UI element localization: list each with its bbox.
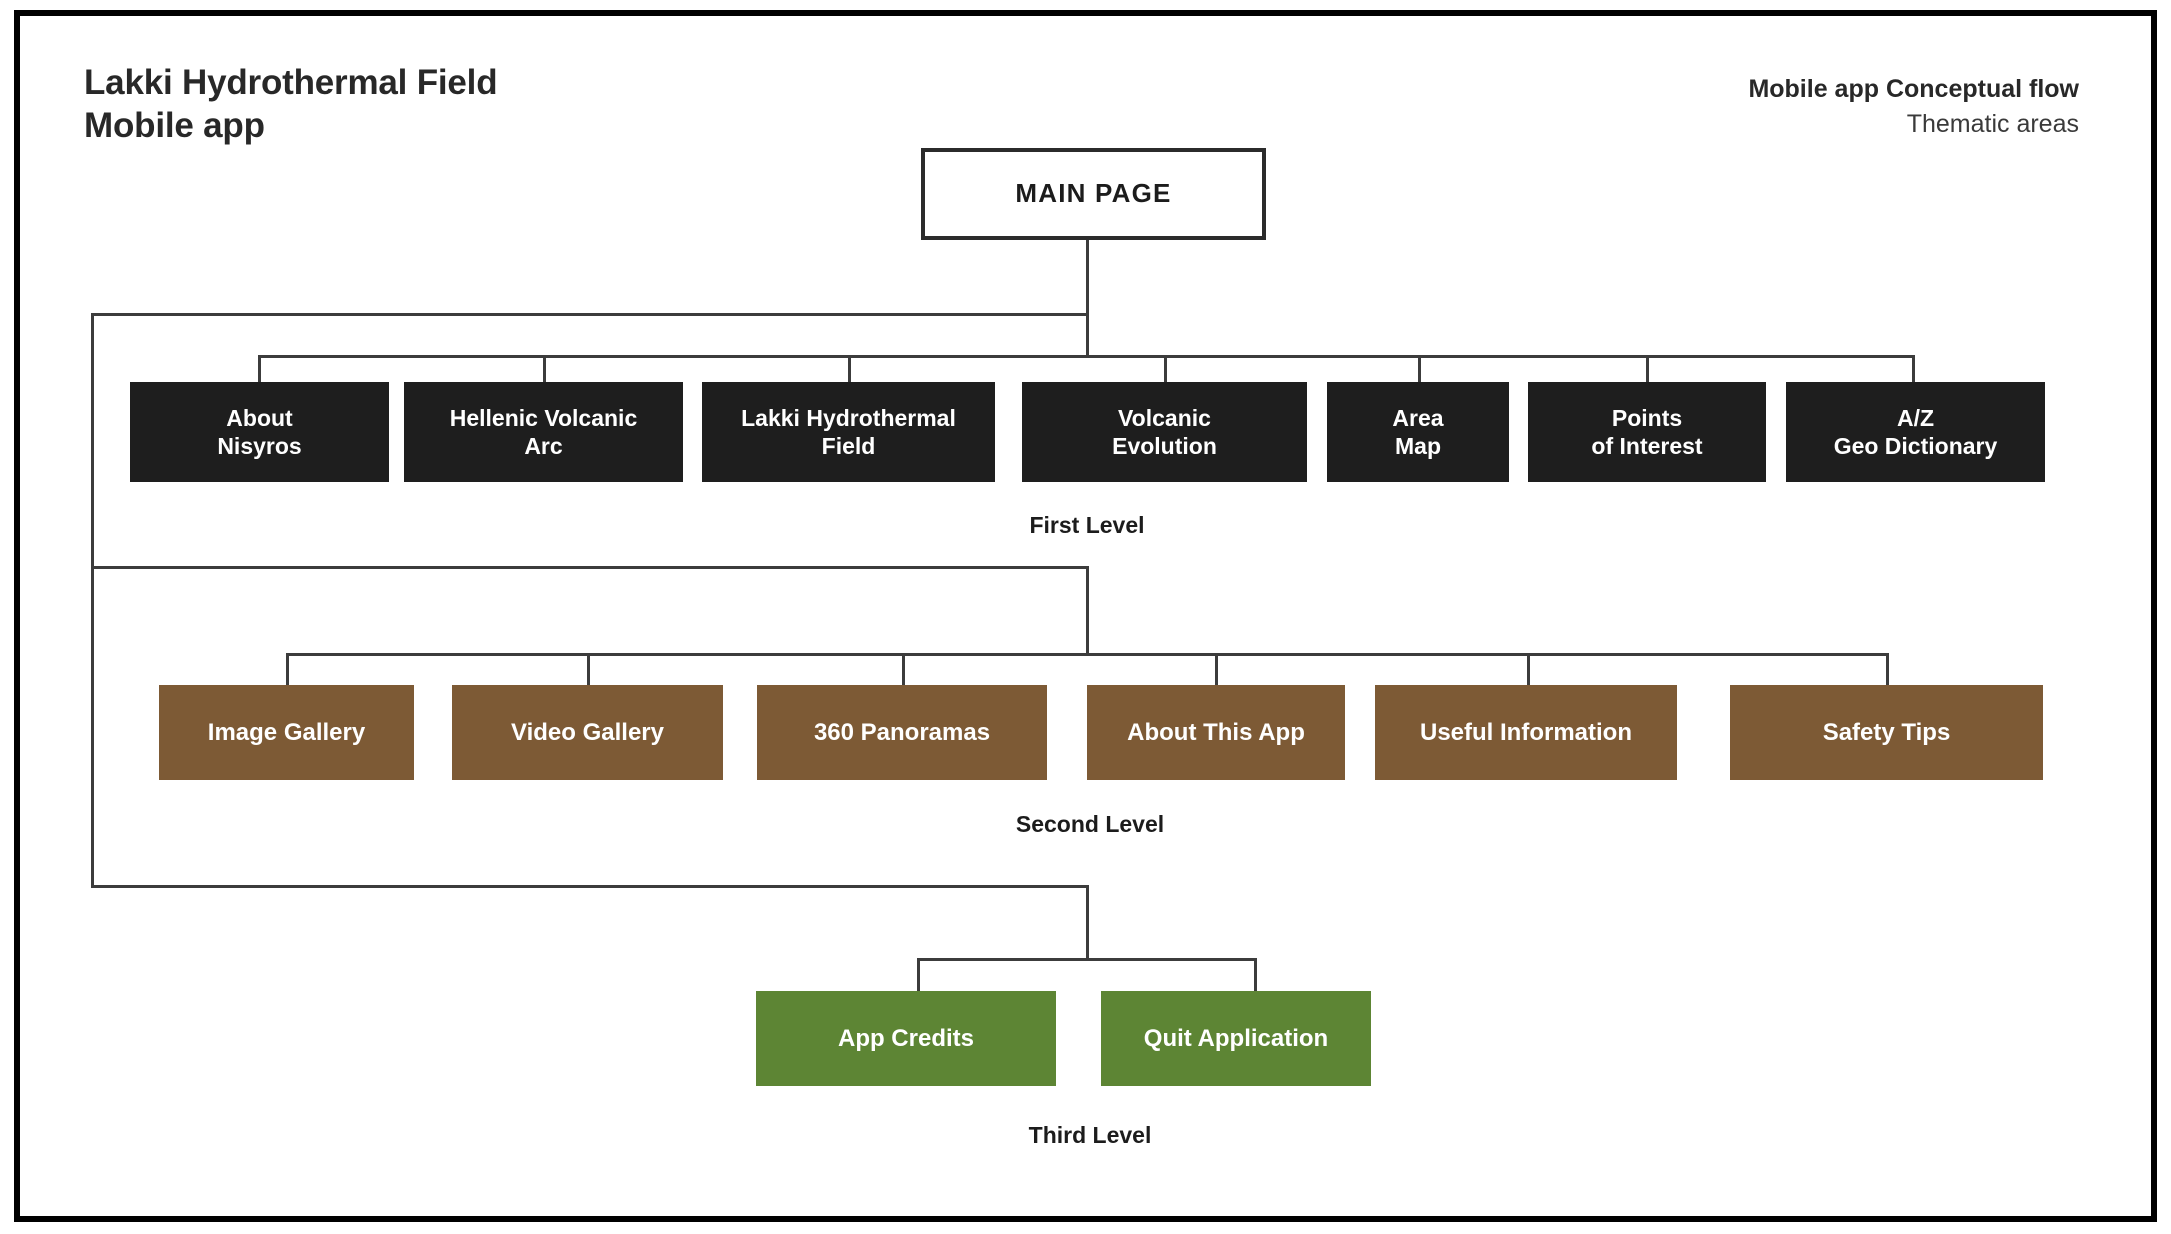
node-quit-application[interactable]: Quit Application <box>1101 991 1371 1086</box>
diagram-subtitle-main: Mobile app Conceptual flow <box>1748 75 2079 103</box>
node-area-map[interactable]: Area Map <box>1327 382 1509 482</box>
connector-level3-stub <box>917 958 920 991</box>
node-label-line-2: Evolution <box>1112 433 1217 459</box>
node-label-line-1: Hellenic Volcanic <box>449 404 638 431</box>
connector-level2-bus <box>286 653 1889 656</box>
node-label-line-1: Video Gallery <box>511 718 664 746</box>
node-label-line-1: Area <box>1392 404 1444 431</box>
page-title-line-1: Lakki Hydrothermal Field <box>84 63 498 102</box>
connector-level2-stub <box>1527 653 1530 685</box>
connector-level1-stub <box>258 355 261 383</box>
node-label-line-1: Lakki Hydrothermal <box>741 404 956 431</box>
node-label-line-2: Field <box>821 433 876 459</box>
connector-level1-spine <box>91 313 1089 316</box>
node-label-line-2: Nisyros <box>217 433 302 459</box>
connector-root-stem <box>1086 240 1089 358</box>
node-az-geo-dictionary[interactable]: A/Z Geo Dictionary <box>1786 382 2045 482</box>
node-label-line-1: Safety Tips <box>1822 718 1951 746</box>
node-label-line-1: About <box>226 404 293 431</box>
connector-level3-drop <box>1086 885 1089 958</box>
node-main-page[interactable]: MAIN PAGE <box>921 148 1266 240</box>
diagram-subtitle-sub: Thematic areas <box>1906 109 2079 138</box>
node-label-line-1: Volcanic <box>1118 404 1211 431</box>
node-label-line-1: Useful Information <box>1419 718 1632 746</box>
node-lakki-hydrothermal-field[interactable]: Lakki Hydrothermal Field <box>702 382 995 482</box>
node-label-line-2: Arc <box>524 433 563 459</box>
connector-level3-stub <box>1254 958 1257 991</box>
node-safety-tips[interactable]: Safety Tips <box>1730 685 2043 780</box>
page-title-line-2: Mobile app <box>84 105 265 145</box>
node-360-panoramas[interactable]: 360 Panoramas <box>757 685 1047 780</box>
node-label-line-1: Points <box>1611 404 1683 431</box>
node-label-line-1: App Credits <box>837 1024 974 1052</box>
connector-level1-stub <box>1646 355 1649 383</box>
connector-level1-stub <box>1164 355 1167 383</box>
node-label-line-2: of Interest <box>1591 433 1703 459</box>
connector-level2-stub <box>587 653 590 685</box>
connector-left-spine <box>91 313 94 888</box>
connector-level1-stub <box>848 355 851 383</box>
node-label-line-1: Image Gallery <box>207 718 366 746</box>
node-app-credits[interactable]: App Credits <box>756 991 1056 1086</box>
caption-second-level: Second Level <box>1015 811 1165 837</box>
caption-first-level: First Level <box>1029 512 1145 538</box>
page-title: Lakki Hydrothermal Field Mobile app <box>84 62 498 147</box>
caption-third-level: Third Level <box>1028 1122 1152 1148</box>
node-label-line-1: 360 Panoramas <box>813 718 991 746</box>
connector-level3-bus <box>917 958 1257 961</box>
node-label-line-1: A/Z <box>1896 404 1935 431</box>
connector-level1-stub <box>1912 355 1915 383</box>
node-label-line-2: Map <box>1395 433 1441 459</box>
node-label-line-1: About This App <box>1127 718 1305 746</box>
diagram-subtitle: Mobile app Conceptual flow Thematic area… <box>1748 72 2079 141</box>
connector-level3-spine <box>91 885 1089 888</box>
node-useful-information[interactable]: Useful Information <box>1375 685 1677 780</box>
node-points-of-interest[interactable]: Points of Interest <box>1528 382 1766 482</box>
connector-level2-stub <box>286 653 289 685</box>
connector-level2-stub <box>1215 653 1218 685</box>
connector-level2-drop <box>1086 566 1089 656</box>
node-about-this-app[interactable]: About This App <box>1087 685 1345 780</box>
node-label-line-1: Quit Application <box>1143 1024 1329 1052</box>
node-main-page-label: MAIN PAGE <box>1015 178 1172 209</box>
node-image-gallery[interactable]: Image Gallery <box>159 685 414 780</box>
connector-level1-bus <box>258 355 1913 358</box>
connector-level1-stub <box>543 355 546 383</box>
connector-level1-stub <box>1418 355 1421 383</box>
node-volcanic-evolution[interactable]: Volcanic Evolution <box>1022 382 1307 482</box>
connector-level2-stub <box>1886 653 1889 685</box>
connector-level2-spine <box>91 566 1089 569</box>
node-label-line-2: Geo Dictionary <box>1833 433 1998 459</box>
node-about-nisyros[interactable]: About Nisyros <box>130 382 389 482</box>
node-hellenic-volcanic-arc[interactable]: Hellenic Volcanic Arc <box>404 382 683 482</box>
node-video-gallery[interactable]: Video Gallery <box>452 685 723 780</box>
connector-level2-stub <box>902 653 905 685</box>
